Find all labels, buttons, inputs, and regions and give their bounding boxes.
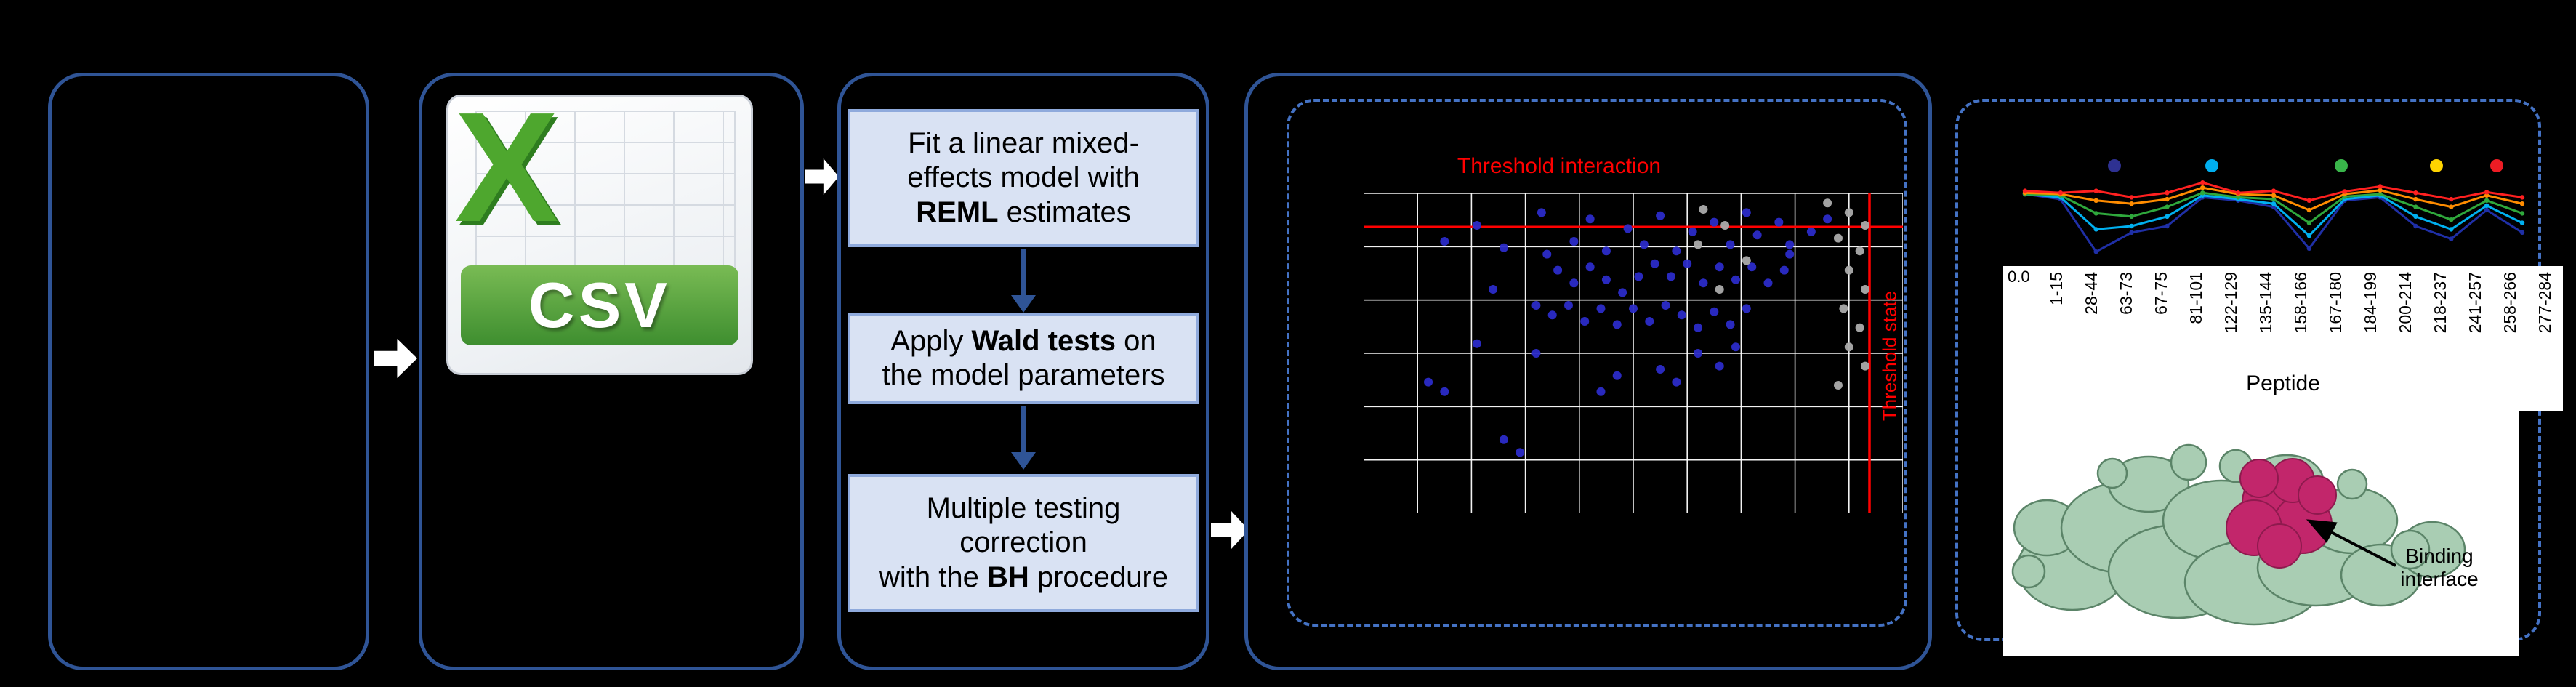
peptide-tick-label: 81-101 [2186,272,2205,324]
protein-structure [2011,443,2466,626]
peptide-tick-label: 200-214 [2396,272,2415,334]
binding-interface-arrow [2306,519,2396,567]
peptide-axis-title: Peptide [2246,371,2320,395]
peptide-tick-label: 241-257 [2466,272,2484,334]
peptide-tick-label: 67-75 [2152,272,2170,315]
step-connector-arrow [1021,249,1026,297]
step-connector-arrowhead [1011,295,1036,313]
flow-step-line: the model parameters [882,359,1165,391]
csv-page: X CSV [446,79,753,375]
y-axis-tick-label: 0.0 [2008,268,2030,286]
peptide-tick-labels: 1-15 28-44 63-73 67-75 81-101 122-129 135-144 1… [2047,272,2556,362]
peptide-tick-label: 158-166 [2291,272,2310,334]
dashed-volcano-frame [1287,99,1907,627]
peptide-tick-label: 63-73 [2117,272,2136,315]
peptide-tick-label: 1-15 [2047,272,2066,306]
uptake-line-chart [2022,180,2525,254]
step-connector-arrowhead [1011,452,1036,470]
spreadsheet-grid-icon [475,111,736,268]
peptide-tick-label: 218-237 [2431,272,2450,334]
legend-dot [2490,159,2503,172]
peptide-tick-label: 167-180 [2326,272,2345,334]
peptide-tick-label: 122-129 [2221,272,2240,334]
significant-points [1424,208,1832,457]
panel-empty-left [48,73,369,670]
step-connector-arrow [1021,406,1026,454]
nonsignificant-points [1694,198,1870,390]
protein-structure-image: Binding interface [2003,411,2519,656]
panel-volcano-results [1244,73,1932,670]
peptide-axis-strip: 0.0 1-15 28-44 63-73 67-75 81-101 122-129 135-… [2003,266,2563,411]
flow-step-line: REML estimates [916,196,1131,228]
flow-arrow-to-model [805,158,839,195]
flow-step-line: Fit a linear mixed- [908,127,1139,160]
csv-file-icon: X CSV [446,79,753,375]
peptide-tick-label: 135-144 [2256,272,2275,334]
flow-step-wald-tests: Apply Wald tests on the model parameters [848,313,1199,404]
legend-dot [2205,159,2218,172]
legend-dot [2335,159,2348,172]
peptide-tick-label: 258-266 [2500,272,2519,334]
threshold-state-label: Threshold state [1878,290,1901,422]
legend-dot [2108,159,2121,172]
peptide-tick-label: 277-284 [2535,272,2554,334]
flow-step-line: effects model with [907,161,1140,194]
series-red [2022,180,2525,203]
binding-interface-label: Binding interface [2400,545,2479,591]
excel-x-logo: X [454,79,559,255]
legend-dot [2430,159,2444,172]
timepoint-legend-dots [2108,159,2509,172]
flow-step-fit-model: Fit a linear mixed- effects model with R… [848,109,1199,247]
flow-step-multiple-testing: Multiple testing correction with the BH … [848,474,1199,612]
binding-interface-surface [2226,458,2337,569]
peptide-tick-label: 28-44 [2082,272,2101,315]
flow-arrow-to-csv [374,339,417,378]
flow-step-line: Apply Wald tests on [890,324,1156,357]
flow-step-line: with the BH procedure [879,561,1168,593]
csv-label: CSV [460,265,739,345]
flow-step-line: Multiple testing [926,492,1121,525]
threshold-interaction-label: Threshold interaction [1457,154,1662,178]
flow-arrow-to-results [1211,511,1249,549]
peptide-tick-label: 184-199 [2361,272,2380,334]
volcano-plot [1364,193,1903,513]
flow-step-line: correction [959,526,1087,559]
